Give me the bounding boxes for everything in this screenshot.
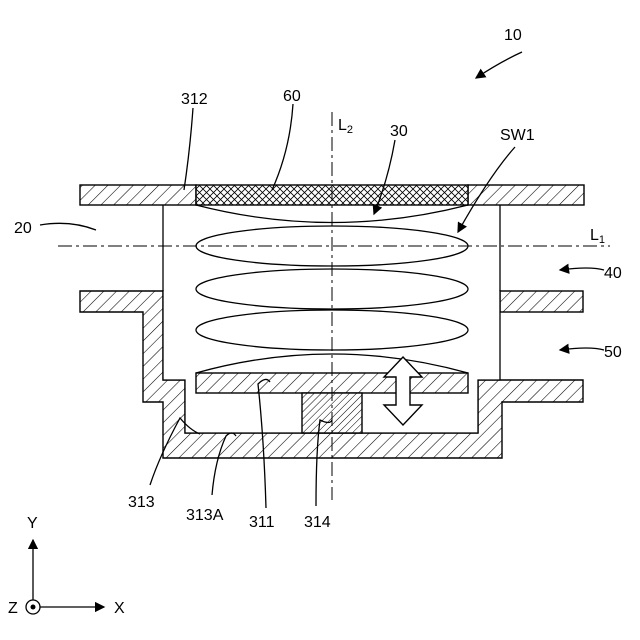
label-313: 313 — [128, 494, 155, 511]
label-314: 314 — [304, 514, 331, 531]
y-axis-label: Y — [27, 515, 38, 532]
label-50: 50 — [604, 344, 622, 361]
label-60: 60 — [283, 88, 301, 105]
label-L2: L2 — [338, 117, 353, 136]
label-30: 30 — [390, 123, 408, 140]
label-311: 311 — [249, 514, 275, 531]
label-312: 312 — [181, 91, 208, 108]
label-40: 40 — [604, 265, 622, 282]
label-sw1: SW1 — [500, 127, 535, 144]
label-313a: 313A — [186, 507, 224, 524]
label-L1: L1 — [590, 227, 605, 246]
label-10: 10 — [504, 27, 522, 44]
z-axis-label: Z — [8, 600, 18, 617]
coordinate-system: Y X Z — [8, 515, 125, 617]
label-20: 20 — [14, 220, 32, 237]
flange-40 — [500, 291, 583, 312]
x-axis-label: X — [114, 600, 125, 617]
z-axis-dot — [31, 605, 36, 610]
